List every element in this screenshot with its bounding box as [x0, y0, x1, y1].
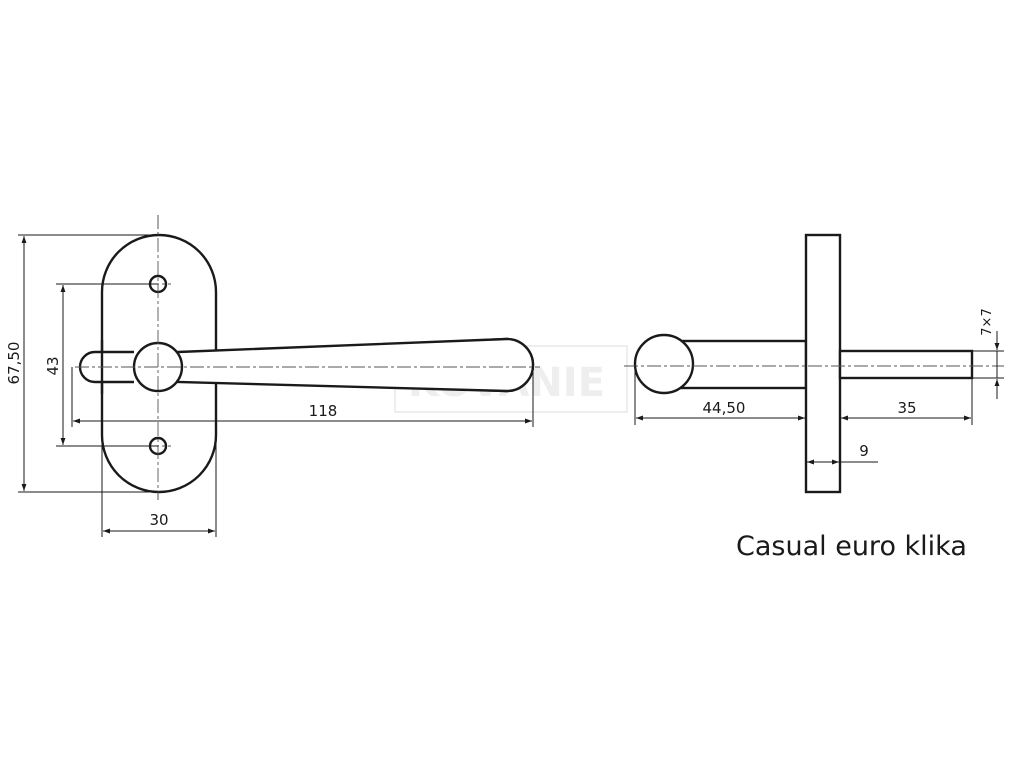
drawing-caption: Casual euro klika — [736, 531, 967, 562]
dim-rosette-height: 67,50 — [5, 342, 23, 385]
front-view: 67,50 43 118 30 — [5, 215, 540, 537]
side-view: 44,50 35 9 7×7 — [624, 233, 1004, 494]
dim-handle-projection: 44,50 — [703, 399, 746, 417]
dim-spindle-length: 35 — [897, 399, 916, 417]
dim-screw-spacing: 43 — [44, 356, 62, 375]
side-rosette-plate — [804, 233, 842, 494]
dim-rosette-width: 30 — [149, 511, 168, 529]
dim-rosette-thickness: 9 — [859, 442, 869, 460]
dim-spindle-size: 7×7 — [980, 308, 995, 335]
handle-lever-front — [176, 337, 535, 393]
spindle — [838, 349, 974, 380]
dim-handle-length: 118 — [309, 402, 338, 420]
side-handle-knob — [633, 333, 695, 395]
